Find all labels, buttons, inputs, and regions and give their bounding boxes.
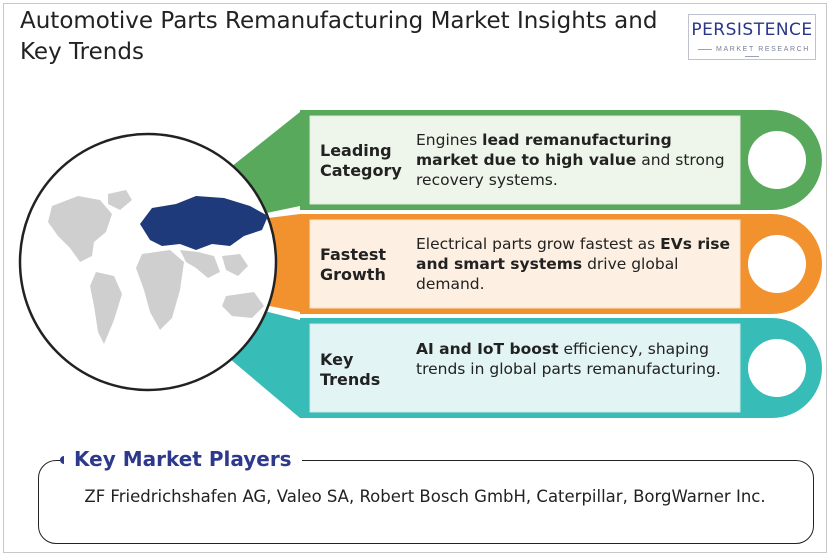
desc-part: drive global demand. — [416, 255, 679, 293]
green-panel — [309, 115, 741, 205]
label-line: Trends — [320, 370, 381, 389]
label-line: Category — [320, 161, 402, 180]
green-circle-icon — [748, 131, 806, 189]
key-players-heading: Key Market Players — [64, 447, 302, 471]
desc-part: Electrical parts grow fastest as — [416, 235, 661, 253]
label-line: Key — [320, 350, 354, 369]
insight-desc-leading-category: Engines lead remanufacturing market due … — [416, 130, 734, 190]
orange-panel — [309, 219, 741, 309]
desc-part-bold: EVs rise and smart systems — [416, 235, 731, 273]
insight-label-fastest-growth: Fastest Growth — [320, 245, 386, 285]
world-map-icon — [18, 132, 278, 392]
desc-part: and strong recovery systems. — [416, 151, 725, 189]
teal-panel — [309, 323, 741, 413]
persistence-logo: PERSISTENCE MARKET RESEARCH — [688, 14, 816, 60]
key-players-box — [38, 460, 814, 544]
page-title: Automotive Parts Remanufacturing Market … — [20, 8, 658, 65]
insight-desc-fastest-growth: Electrical parts grow fastest as EVs ris… — [416, 234, 734, 294]
teal-circle-icon — [748, 339, 806, 397]
label-line: Fastest — [320, 245, 386, 264]
key-players-list: ZF Friedrichshafen AG, Valeo SA, Robert … — [84, 487, 766, 506]
insight-desc-key-trends: AI and IoT boost efficiency, shaping tre… — [416, 339, 734, 379]
label-line: Growth — [320, 265, 386, 284]
desc-part: efficiency, shaping trends in global par… — [416, 340, 721, 378]
insight-label-key-trends: Key Trends — [320, 350, 380, 390]
orange-circle-icon — [748, 235, 806, 293]
desc-part-bold: AI and IoT boost — [416, 340, 559, 358]
logo-main-text: PERSISTENCE — [691, 20, 813, 40]
insight-label-leading-category: Leading Category — [320, 141, 402, 181]
logo-sub-text: MARKET RESEARCH — [689, 46, 815, 60]
desc-part: Engines — [416, 131, 483, 149]
infographic-frame — [3, 3, 827, 553]
label-line: Leading — [320, 141, 392, 160]
desc-part-bold: lead remanufacturing market due to high … — [416, 131, 672, 169]
